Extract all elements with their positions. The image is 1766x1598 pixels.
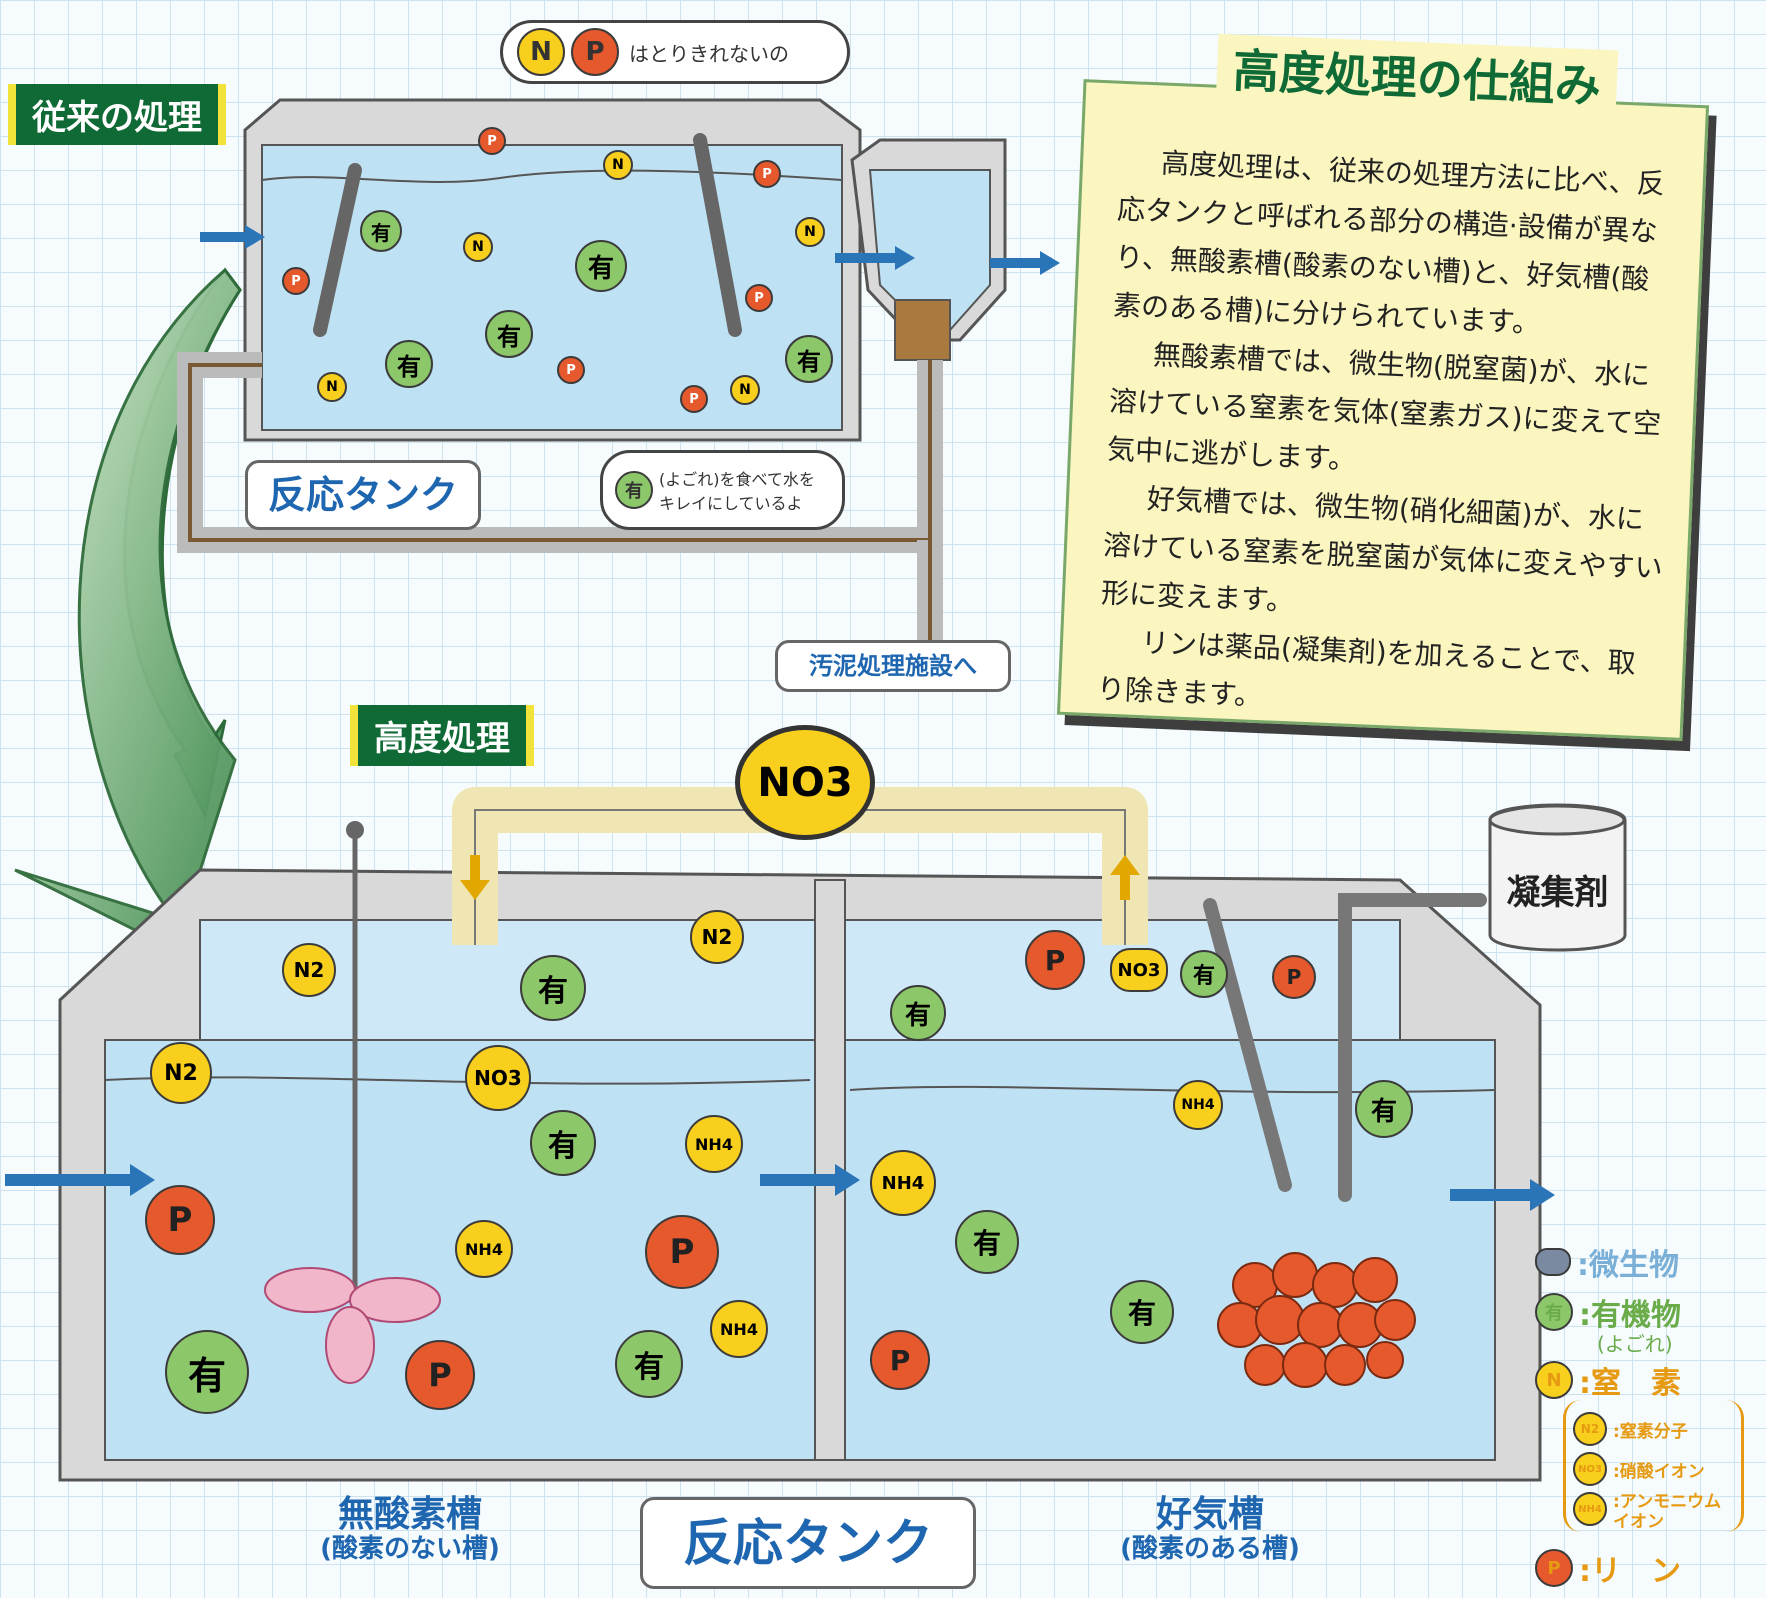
chip-yu: 有 bbox=[1355, 1080, 1413, 1138]
chip-n: N bbox=[317, 372, 347, 402]
bubble-np: N P はとりきれないの bbox=[500, 20, 850, 84]
aerobic-sub-label: (酸素のある槽) bbox=[1120, 1534, 1300, 1564]
reaction-tank-label-top: 反応タンク bbox=[245, 460, 481, 530]
chip-p: P bbox=[282, 267, 310, 295]
chip-yu: 有 bbox=[1180, 950, 1228, 998]
chip-n: N bbox=[517, 28, 565, 76]
chip-yu: 有 bbox=[1110, 1280, 1174, 1344]
chip-n2: N2 bbox=[150, 1042, 212, 1104]
chip-n: N bbox=[795, 217, 825, 247]
panel-paragraph: 無酸素槽では、微生物(脱窒菌)が、水に溶けている窒素を気体(窒素ガス)に変えて空… bbox=[1106, 338, 1662, 476]
legend-n2: N2 :窒素分子 bbox=[1573, 1412, 1688, 1446]
chip-yu: 有 bbox=[530, 1110, 596, 1176]
chip-nh4: NH4 bbox=[1173, 1080, 1223, 1130]
chip-p: P bbox=[145, 1185, 215, 1255]
conventional-tank bbox=[177, 98, 1060, 650]
aerobic-label: 好気槽 bbox=[1155, 1494, 1264, 1535]
chip-yu: 有 bbox=[615, 1330, 683, 1398]
chip-yu: 有 bbox=[1535, 1293, 1573, 1331]
chip-n2: N2 bbox=[690, 910, 744, 964]
chip-p: P bbox=[1272, 955, 1316, 999]
no3-pipe-badge: NO3 bbox=[735, 725, 875, 840]
chip-yu: 有 bbox=[165, 1330, 249, 1414]
chip-nh4: NH4 bbox=[455, 1220, 513, 1278]
advanced-tank bbox=[5, 787, 1627, 1482]
anoxic-label: 無酸素槽 bbox=[337, 1494, 482, 1535]
chip-yu: 有 bbox=[615, 471, 653, 509]
chip-p: P bbox=[405, 1340, 475, 1410]
chip-n: N bbox=[730, 375, 760, 405]
legend-organic-sub: (よごれ) bbox=[1597, 1332, 1673, 1356]
chip-yu: 有 bbox=[575, 240, 627, 292]
chip-p: P bbox=[745, 284, 773, 312]
chip-nh4: NH4 bbox=[685, 1115, 743, 1173]
chip-yu: 有 bbox=[360, 210, 402, 252]
legend-nitrogen-text: :窒 素 bbox=[1579, 1366, 1681, 1401]
chip-n: N bbox=[1535, 1361, 1573, 1399]
legend-nh4-text: :アンモニウムイオン bbox=[1613, 1492, 1722, 1532]
legend-phosphorus-text: :リ ン bbox=[1579, 1554, 1681, 1589]
reaction-tank-label-bottom: 反応タンク bbox=[640, 1497, 976, 1589]
panel-paragraph: 好気槽では、微生物(硝化細菌)が、水に溶けている窒素を脱窒菌が気体に変えやすい形… bbox=[1100, 482, 1664, 618]
anoxic-sub-label: (酸素のない槽) bbox=[320, 1534, 500, 1564]
chip-no3: NO3 bbox=[1573, 1452, 1607, 1486]
chip-p: P bbox=[571, 28, 619, 76]
tag-traditional: 従来の処理 bbox=[8, 84, 226, 145]
chip-p: P bbox=[1025, 930, 1085, 990]
legend: :微生物 有 :有機物 (よごれ) N :窒 素 N2 :窒素分子 NO3 :硝… bbox=[1535, 1240, 1760, 1595]
legend-microbe-text: :微生物 bbox=[1577, 1248, 1679, 1283]
legend-organic: 有 :有機物 bbox=[1535, 1290, 1681, 1334]
legend-n2-text: :窒素分子 bbox=[1613, 1421, 1688, 1442]
legend-microbe: :微生物 bbox=[1535, 1240, 1679, 1284]
chip-p: P bbox=[680, 385, 708, 413]
bubble-np-text: はとりきれないの bbox=[629, 41, 789, 66]
chip-yu: 有 bbox=[385, 340, 433, 388]
legend-bracket bbox=[1563, 1400, 1744, 1532]
explanation-panel: 高度処理の仕組み 高度処理は、従来の処理方法に比べ、反応タンクと呼ばれる部分の構… bbox=[1056, 33, 1710, 741]
chip-p: P bbox=[870, 1330, 930, 1390]
tag-advanced: 高度処理 bbox=[350, 705, 534, 766]
coagulant-label: 凝集剤 bbox=[1506, 873, 1609, 913]
legend-phosphorus: P :リ ン bbox=[1535, 1546, 1681, 1590]
microbe-icon bbox=[1535, 1248, 1571, 1276]
legend-organic-text: :有機物 bbox=[1579, 1298, 1681, 1333]
chip-n2: N2 bbox=[1573, 1412, 1607, 1446]
legend-nitrogen: N :窒 素 bbox=[1535, 1358, 1681, 1402]
sludge-label: 汚泥処理施設へ bbox=[775, 640, 1011, 692]
bubble-eat: 有 (よごれ)を食べて水をキレイにしているよ bbox=[600, 450, 845, 530]
chip-p: P bbox=[478, 127, 506, 155]
chip-no3: NO3 bbox=[465, 1045, 531, 1111]
chip-nh4: NH4 bbox=[710, 1300, 768, 1358]
bubble-eat-text: (よごれ)を食べて水をキレイにしているよ bbox=[659, 470, 815, 513]
chip-p: P bbox=[1535, 1549, 1573, 1587]
panel-body: 高度処理は、従来の処理方法に比べ、反応タンクと呼ばれる部分の構造·設備が異なり、… bbox=[1096, 138, 1680, 737]
legend-no3: NO3 :硝酸イオン bbox=[1573, 1452, 1705, 1486]
chip-p: P bbox=[645, 1215, 719, 1289]
chip-p: P bbox=[557, 356, 585, 384]
chip-p: P bbox=[753, 160, 781, 188]
chip-yu: 有 bbox=[785, 335, 833, 383]
chip-yu: 有 bbox=[520, 955, 586, 1021]
chip-n: N bbox=[463, 232, 493, 262]
chip-yu: 有 bbox=[890, 985, 946, 1041]
chip-n2: N2 bbox=[282, 943, 336, 997]
chip-nh4: NH4 bbox=[1573, 1492, 1607, 1526]
chip-nh4: NH4 bbox=[870, 1150, 936, 1216]
chip-yu: 有 bbox=[485, 310, 533, 358]
legend-no3-text: :硝酸イオン bbox=[1613, 1461, 1705, 1482]
chip-n: N bbox=[603, 150, 633, 180]
chip-no3: NO3 bbox=[1110, 948, 1168, 992]
chip-yu: 有 bbox=[955, 1210, 1019, 1274]
panel-paragraph: 高度処理は、従来の処理方法に比べ、反応タンクと呼ばれる部分の構造·設備が異なり、… bbox=[1112, 146, 1666, 340]
legend-nh4: NH4 :アンモニウムイオン bbox=[1573, 1492, 1733, 1532]
